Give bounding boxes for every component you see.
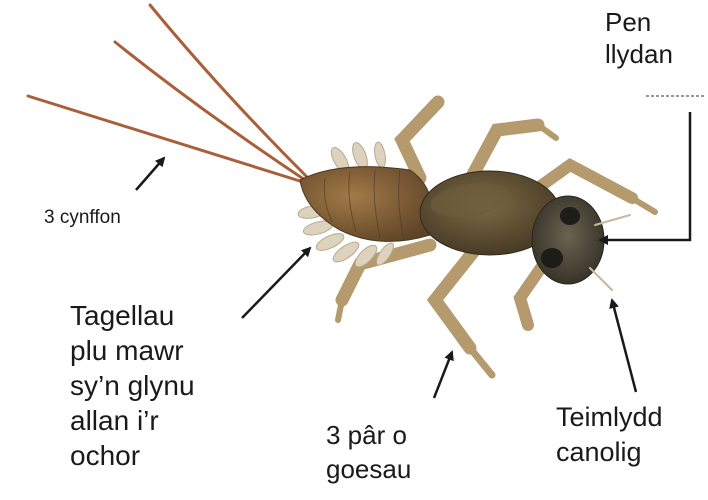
- label-antenna: Teimlydd canolig: [556, 400, 663, 470]
- label-antenna-line: Teimlydd: [556, 400, 663, 435]
- label-gills: Tagellau plu mawr sy’n glynu allan i’r o…: [70, 298, 195, 473]
- arrow-legs: [434, 352, 452, 398]
- label-gills-line: ochor: [70, 438, 195, 473]
- label-legs-line: goesau: [326, 452, 411, 486]
- arrow-head: [600, 112, 690, 240]
- tail-filament: [28, 96, 303, 182]
- eye: [560, 207, 580, 225]
- eye: [541, 248, 563, 268]
- label-gills-line: allan i’r: [70, 403, 195, 438]
- arrow-antenna: [612, 300, 636, 392]
- antenna: [590, 268, 612, 290]
- tail-filament: [115, 42, 305, 180]
- tail-filament: [150, 5, 308, 178]
- leg: [435, 246, 478, 348]
- label-gills-line: plu mawr: [70, 333, 195, 368]
- tails: [28, 5, 308, 182]
- leg: [402, 102, 438, 178]
- label-head-line: llydan: [605, 38, 673, 70]
- label-head-line: Pen: [605, 6, 673, 38]
- label-legs-line: 3 pâr o: [326, 418, 411, 452]
- leg: [520, 262, 545, 325]
- arrow-tails: [136, 158, 164, 190]
- label-gills-line: sy’n glynu: [70, 368, 195, 403]
- label-gills-line: Tagellau: [70, 298, 195, 333]
- label-tails-line: 3 cynffon: [44, 206, 121, 230]
- gill: [373, 141, 387, 168]
- label-antenna-line: canolig: [556, 435, 663, 470]
- label-head: Pen llydan: [605, 6, 673, 70]
- label-tails: 3 cynffon: [44, 206, 121, 230]
- label-legs: 3 pâr o goesau: [326, 418, 411, 486]
- arrow-gills: [242, 248, 310, 318]
